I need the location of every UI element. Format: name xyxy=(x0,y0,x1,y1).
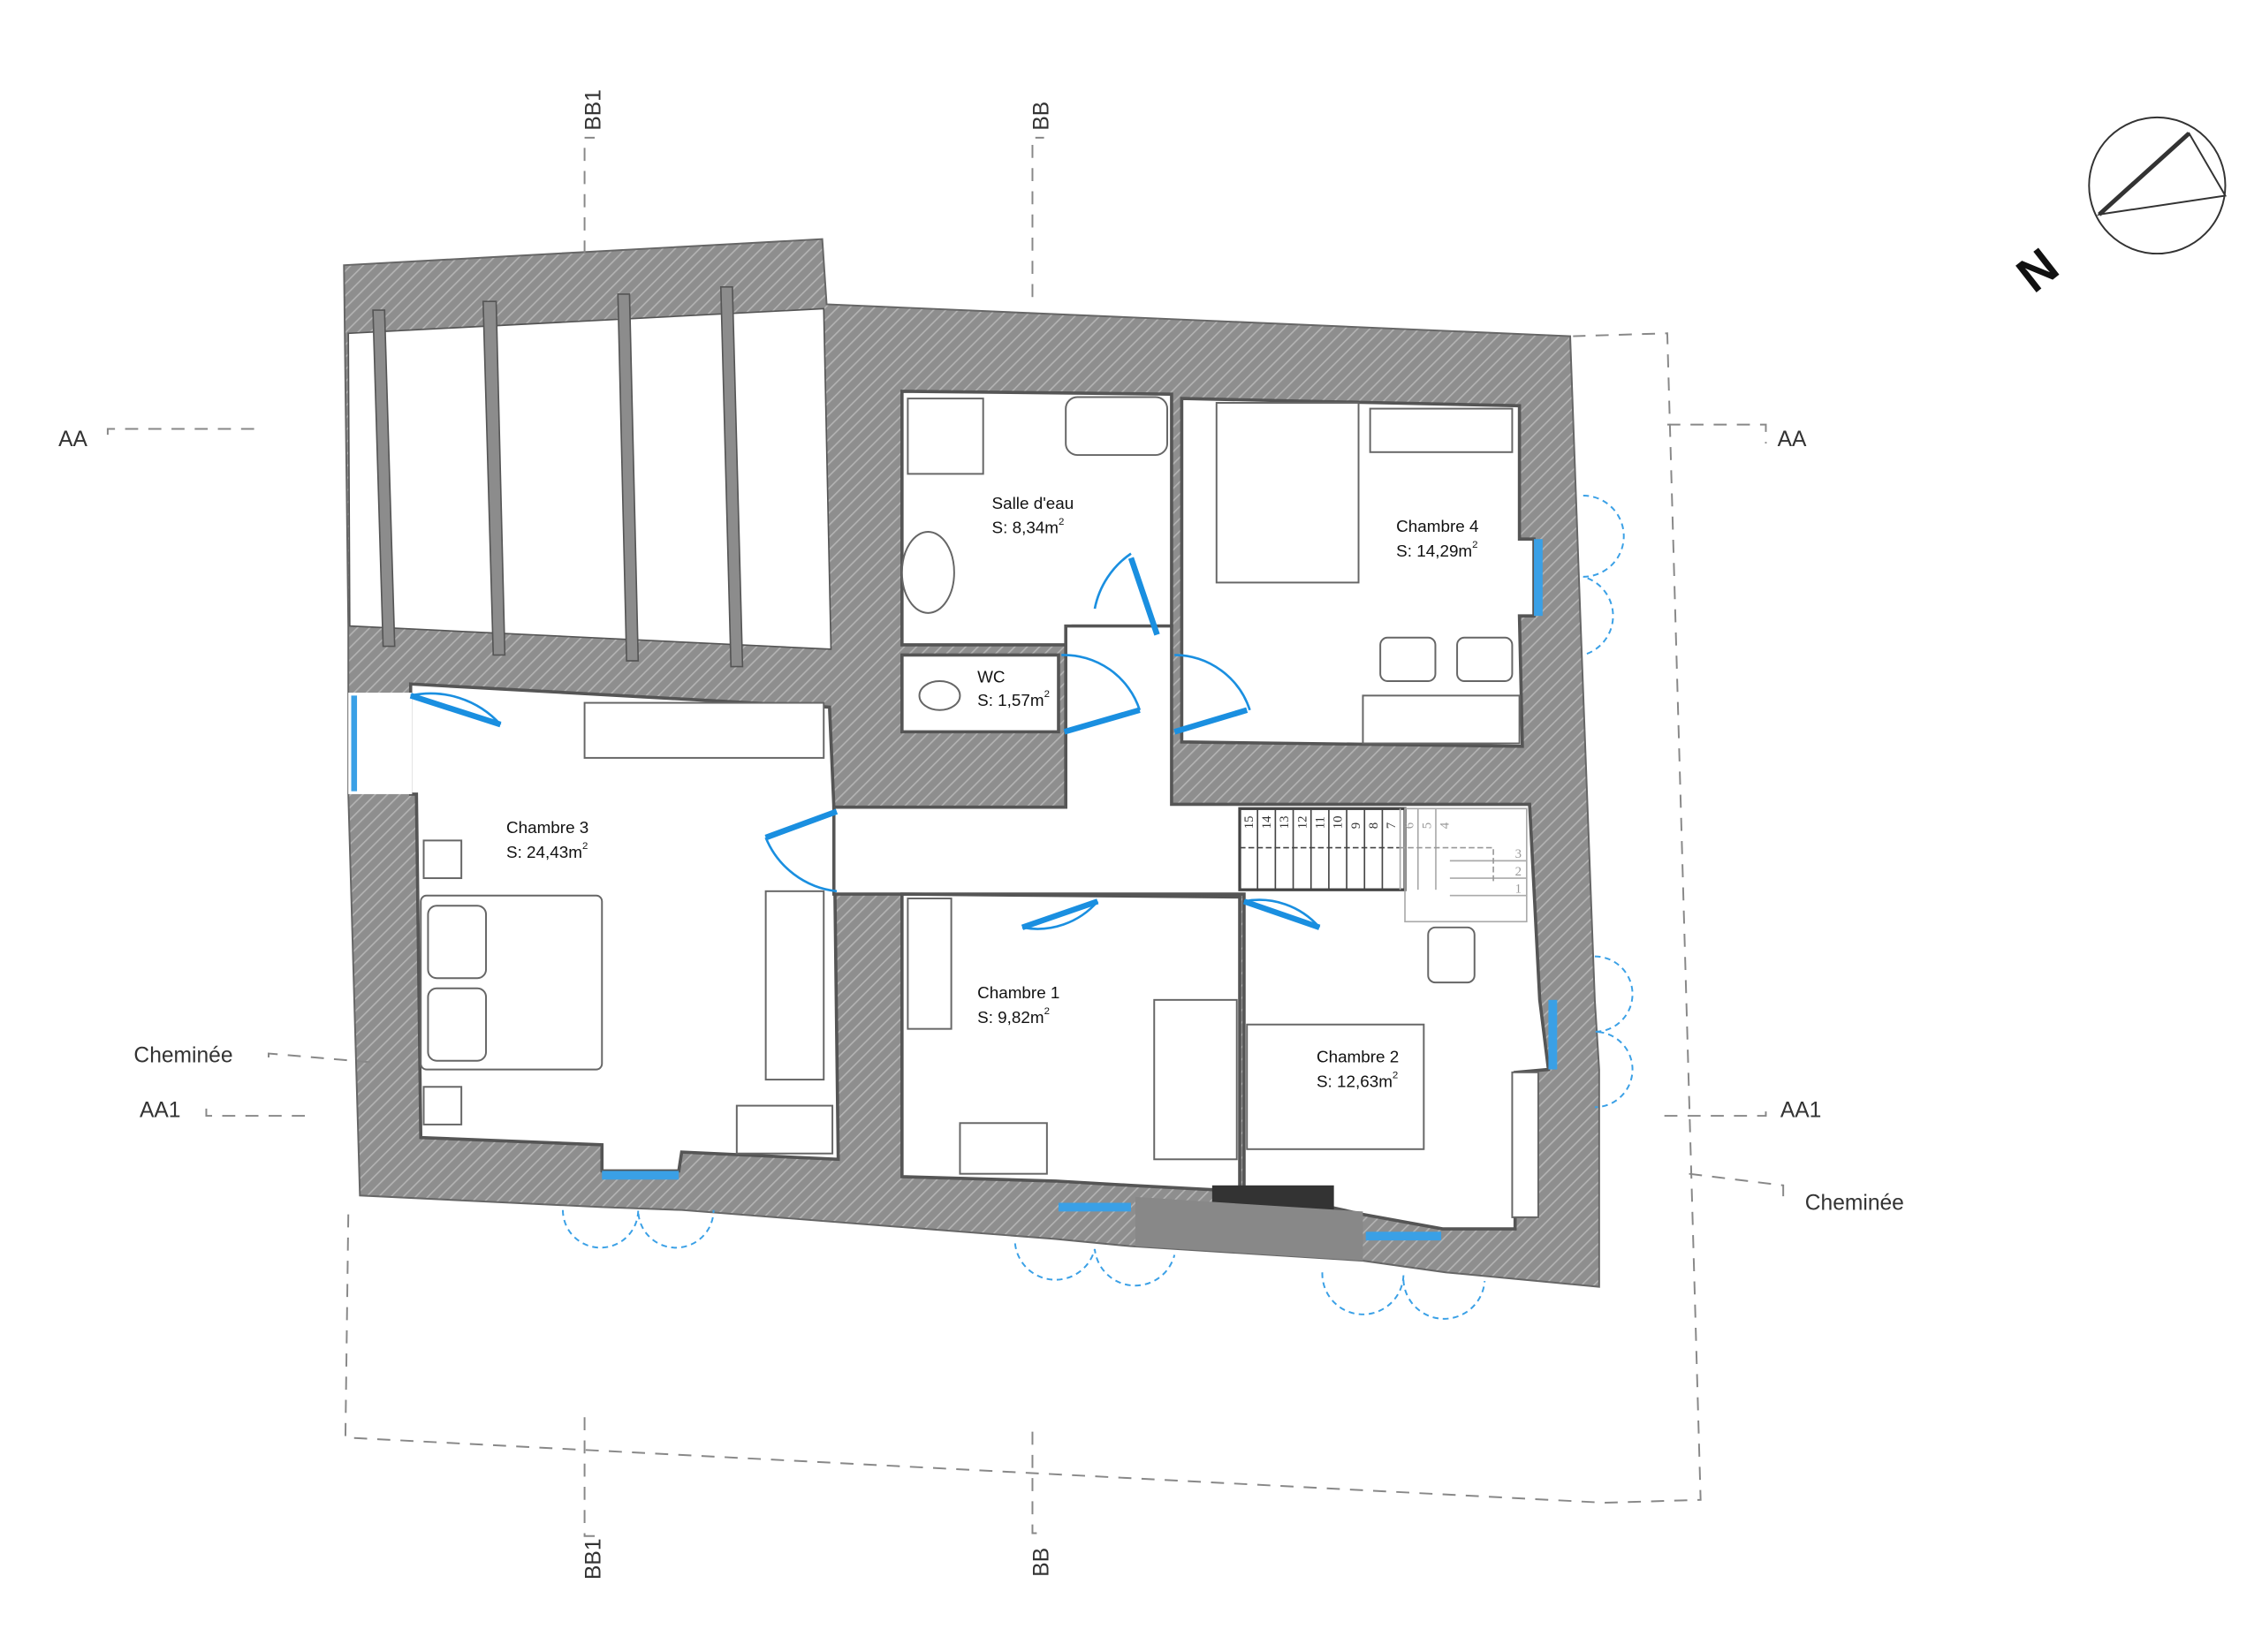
stair-number: 8 xyxy=(1367,822,1381,829)
furniture xyxy=(420,396,1539,1218)
stair-number: 6 xyxy=(1402,822,1416,829)
svg-text:S: 9,82m2: S: 9,82m2 xyxy=(977,1006,1050,1027)
desk-chambre-1 xyxy=(959,1122,1048,1175)
bed-chambre-4 xyxy=(1215,402,1360,584)
svg-text:S: 12,63m2: S: 12,63m2 xyxy=(1317,1070,1398,1090)
compass-circle-icon xyxy=(2088,116,2227,255)
stair-number: 15 xyxy=(1242,816,1256,830)
section-bb-top: BB xyxy=(1030,102,1054,131)
section-aa-right: AA xyxy=(1778,428,1807,451)
room-area: S: 24,43m xyxy=(506,843,582,861)
room-labels: Salle d'eau S: 8,34m2 WC S: 1,57m2 Chamb… xyxy=(506,494,1478,1090)
cabinet xyxy=(735,1104,834,1155)
chimney-label-left: Cheminée xyxy=(133,1043,232,1067)
svg-text:S: 14,29m2: S: 14,29m2 xyxy=(1396,540,1477,560)
bed-chambre-2 xyxy=(1246,1023,1425,1150)
site-boundary xyxy=(344,332,1702,1504)
room-area: S: 9,82m xyxy=(977,1008,1044,1027)
section-aa1-left: AA1 xyxy=(140,1099,181,1123)
stair-number: 9 xyxy=(1349,822,1363,829)
nightstand xyxy=(422,839,463,880)
room-area: S: 8,34m xyxy=(992,519,1059,537)
svg-text:S: 8,34m2: S: 8,34m2 xyxy=(992,517,1065,537)
room-area: S: 1,57m xyxy=(977,691,1044,709)
stair-number: 13 xyxy=(1278,816,1292,830)
room-name: Chambre 3 xyxy=(506,818,588,837)
stair-number: 1 xyxy=(1515,882,1522,896)
doors xyxy=(409,552,1321,930)
stair-number: 3 xyxy=(1515,847,1522,861)
room-name: Chambre 1 xyxy=(977,983,1059,1002)
shower xyxy=(907,398,984,475)
section-markers: BB1 BB1 BB BB AA AA AA1 AA1 Cheminée Che… xyxy=(58,89,1904,1580)
north-compass: N xyxy=(2007,116,2228,303)
chair xyxy=(1427,926,1476,984)
stair-number: 11 xyxy=(1313,816,1327,829)
stair-number: 5 xyxy=(1421,822,1435,829)
section-bb-bottom: BB xyxy=(1030,1548,1054,1577)
bed-chambre-1 xyxy=(1153,998,1238,1161)
room-name: Chambre 4 xyxy=(1396,517,1478,535)
desk-chambre-3 xyxy=(764,890,825,1081)
stair-number: 4 xyxy=(1438,822,1453,829)
room-wc xyxy=(900,653,1060,734)
desk-chambre-4 xyxy=(1362,694,1521,745)
stair-number: 7 xyxy=(1385,822,1399,829)
nightstand xyxy=(422,1086,463,1125)
section-aa-left: AA xyxy=(58,428,87,451)
void-area xyxy=(347,307,832,650)
section-bb1-bottom: BB1 xyxy=(582,1538,606,1580)
washbasins xyxy=(900,531,955,614)
toilet xyxy=(918,679,961,711)
roof-beams xyxy=(372,285,744,668)
stair-number: 12 xyxy=(1295,816,1309,830)
section-aa1-right: AA1 xyxy=(1780,1099,1822,1123)
chimney-mass xyxy=(1135,1196,1363,1262)
windows xyxy=(351,495,1634,1320)
chair xyxy=(1379,636,1437,682)
stair-number: 14 xyxy=(1260,815,1274,829)
wardrobe-chambre-4 xyxy=(1369,407,1514,453)
entry-opening xyxy=(348,693,413,794)
stair-number: 2 xyxy=(1515,865,1522,879)
svg-text:S: 1,57m2: S: 1,57m2 xyxy=(977,689,1050,709)
svg-text:S: 24,43m2: S: 24,43m2 xyxy=(506,841,588,861)
north-label: N xyxy=(2007,238,2068,303)
wardrobe-chambre-1 xyxy=(907,898,953,1030)
bathtub xyxy=(1065,396,1168,457)
stair-number: 10 xyxy=(1332,816,1346,830)
wardrobe-chambre-2 xyxy=(1511,1071,1539,1218)
section-bb1-top: BB1 xyxy=(582,89,606,131)
wardrobe-chambre-3 xyxy=(583,701,825,759)
room-area: S: 12,63m xyxy=(1317,1072,1393,1090)
room-name: Salle d'eau xyxy=(992,494,1074,512)
chair xyxy=(1456,636,1514,682)
room-name: WC xyxy=(977,668,1005,686)
room-name: Chambre 2 xyxy=(1317,1047,1399,1065)
chimney-label-right: Cheminée xyxy=(1805,1192,1904,1216)
room-area: S: 14,29m xyxy=(1396,542,1472,560)
compass-arrow-icon xyxy=(2096,132,2228,216)
